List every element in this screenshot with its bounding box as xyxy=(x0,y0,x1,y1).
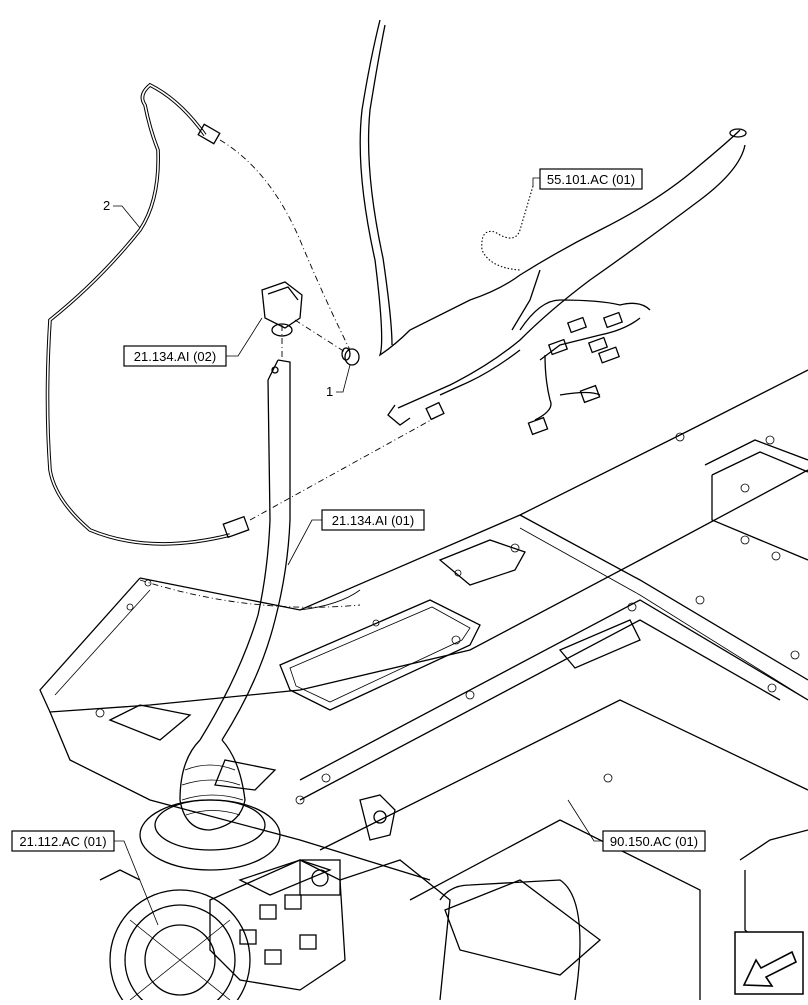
alignment-line xyxy=(294,319,346,353)
switch-housing xyxy=(261,281,303,337)
lever-ref-text: 21.134.AI (01) xyxy=(332,513,414,528)
callout-item-1: 1 xyxy=(326,364,351,399)
transmission-assembly xyxy=(99,794,451,1005)
item-1-number: 1 xyxy=(326,384,333,399)
cable-connector-top xyxy=(197,123,221,145)
cable-connector-bottom xyxy=(222,515,250,539)
switch-part xyxy=(341,347,360,366)
switch-ref-text: 21.134.AI (02) xyxy=(134,349,216,364)
item-2-number: 2 xyxy=(103,198,110,213)
frame-ref-text: 90.150.AC (01) xyxy=(610,834,698,849)
wiring-harness xyxy=(359,19,747,436)
floor-plate xyxy=(39,369,808,1001)
gear-lever xyxy=(139,359,291,871)
harness-connector xyxy=(425,311,624,436)
callout-item-2: 2 xyxy=(103,198,141,229)
lever-ref-label: 21.134.AI (01) xyxy=(287,509,425,566)
alignment-line xyxy=(219,139,351,351)
harness-branch xyxy=(511,269,541,331)
harness-ref-text: 55.101.AC (01) xyxy=(547,172,635,187)
next-page-arrow-icon[interactable] xyxy=(734,931,804,995)
alignment-line xyxy=(249,414,441,521)
transmission-ref-label: 21.112.AC (01) xyxy=(11,830,159,926)
switch-cable xyxy=(45,82,250,546)
harness-ref-label: 55.101.AC (01) xyxy=(481,168,643,271)
frame-ref-label: 90.150.AC (01) xyxy=(567,799,706,852)
alignment-line xyxy=(139,579,361,608)
switch-ref-label: 21.134.AI (02) xyxy=(123,317,263,367)
transmission-ref-text: 21.112.AC (01) xyxy=(19,834,106,849)
